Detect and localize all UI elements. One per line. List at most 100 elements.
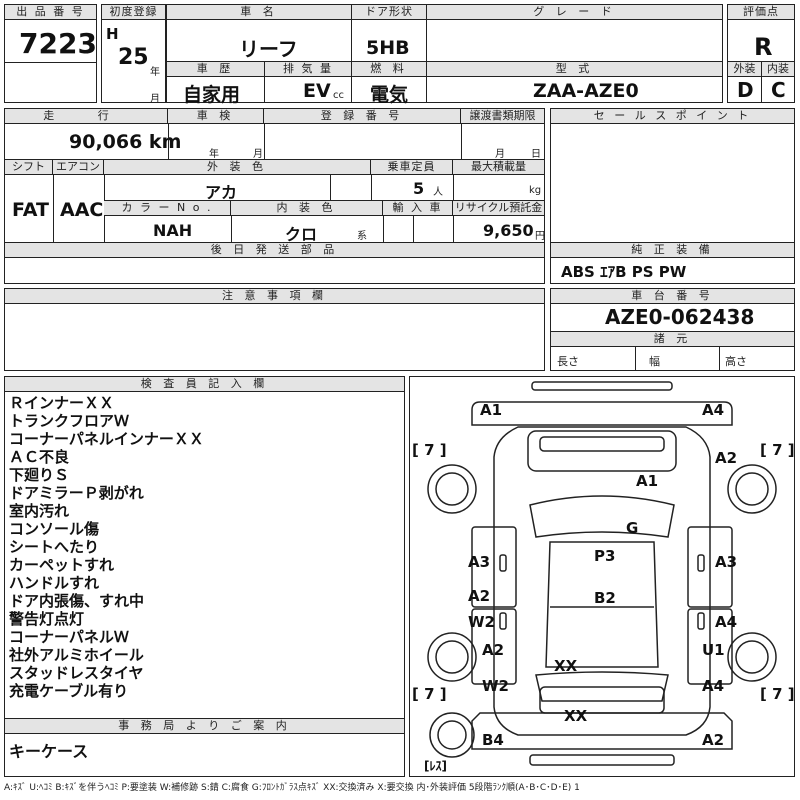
model-label: 型 式 — [427, 62, 723, 77]
shift: FAT — [12, 199, 49, 221]
interior-box: 内装 C — [761, 61, 795, 103]
mark-qtr-l: A2 — [482, 641, 505, 659]
mark-fender-fr: A2 — [715, 449, 738, 467]
year: 25 — [118, 45, 149, 70]
inspector-note: ドアミラーＰ剥がれ — [9, 484, 144, 502]
color-no-label: カ ラ ー N o . — [104, 201, 231, 216]
notes-box: 注 意 事 項 欄 — [4, 288, 545, 371]
mark-hood: A1 — [636, 472, 659, 490]
tire-rl-label: [ 7 ] — [412, 685, 447, 703]
history: 自家用 — [183, 84, 241, 106]
mark-qtr-r: U1 — [702, 641, 725, 659]
tire-rr-label: [ 7 ] — [760, 685, 795, 703]
office-label: 事 務 局 よ り ご 案 内 — [5, 719, 405, 734]
mark-rear-left: B4 — [482, 731, 504, 749]
transfer-day-unit: 日 — [531, 149, 541, 160]
chassis-number: AZE0-062438 — [605, 305, 755, 329]
int-color: クロ — [285, 225, 318, 244]
inspection-label: 車 検 — [168, 109, 264, 124]
car-name-box: 車 名 リーフ — [166, 4, 352, 62]
chassis-box: 車 台 番 号 AZE0-062438 諸 元 長さ 幅 高さ — [550, 288, 795, 371]
cc-unit: cc — [333, 90, 344, 101]
later-parts-label: 後 日 発 送 部 品 — [5, 243, 545, 258]
int-color-unit: 系 — [357, 231, 367, 242]
sales-point-box: セ ー ル ス ポ イ ン ト 純 正 装 備 ABS ｴｱB PS PW — [550, 108, 795, 284]
exterior-label: 外装 — [728, 62, 762, 77]
length-label: 長さ — [557, 355, 579, 368]
history-label: 車 歴 — [167, 62, 265, 77]
ext-color-label: 外 装 色 — [104, 160, 371, 175]
recycle-label: リサイクル預託金 — [453, 201, 545, 216]
inspector-note: 下廻りＳ — [9, 466, 70, 484]
mark-door-fr: A3 — [715, 553, 738, 571]
mark-door-rl-w: W2 — [468, 613, 495, 631]
transfer-month-unit: 月 — [495, 149, 505, 160]
inspector-note: 警告灯点灯 — [9, 610, 85, 628]
car-name: リーフ — [239, 37, 298, 61]
info-block: 走 行 車 検 登 録 番 号 譲渡書類期限 90,066 km 年 月 月 日… — [4, 108, 545, 284]
mark-windshield: G — [626, 519, 639, 537]
mark-rear-bumper: XX — [564, 707, 588, 725]
spec-label: 諸 元 — [551, 332, 795, 347]
aircon-label: エアコン — [53, 160, 104, 175]
car-diagram — [427, 381, 777, 766]
mileage: 90,066 km — [69, 131, 182, 153]
door-label: ドア形状 — [352, 5, 427, 20]
month-unit: 月 — [150, 94, 160, 105]
mark-roof: P3 — [594, 547, 616, 565]
first-registration-box: 初度登録 H 25 年 月 — [101, 4, 166, 105]
legend: A:ｷｽﾞ U:ﾍｺﾐ B:ｷｽﾞを伴うﾍｺﾐ P:要塗装 W:補修跡 S:錆 … — [4, 783, 580, 793]
recycle-unit: 円 — [535, 231, 545, 242]
inspector-note: コンソール傷 — [9, 520, 100, 538]
mark-trunk: XX — [554, 657, 578, 675]
exterior-box: 外装 D — [727, 61, 762, 103]
interior-score: C — [771, 78, 786, 102]
inspector-note: 社外アルミホイール — [9, 646, 144, 664]
office-text: キーケース — [9, 742, 89, 761]
chassis-label: 車 台 番 号 — [551, 289, 795, 304]
inspection-month-unit: 月 — [253, 149, 263, 160]
transfer-label: 譲渡書類期限 — [461, 109, 545, 124]
inspector-note: カーペットすれ — [9, 556, 115, 574]
inspector-note: ＲインナーＸＸ — [9, 394, 115, 412]
car-name-label: 車 名 — [167, 5, 352, 20]
capacity-label: 乗車定員 — [371, 160, 453, 175]
mark-door-rr: A4 — [715, 613, 738, 631]
mark-door-fl: A3 — [468, 553, 491, 571]
lot-number-label: 出 品 番 号 — [5, 5, 97, 20]
equipment-label: 純 正 装 備 — [551, 243, 795, 258]
score-box: 評価点 R — [727, 4, 795, 62]
load-label: 最大積載量 — [453, 160, 545, 175]
fuel: 電気 — [370, 84, 409, 106]
height-label: 高さ — [725, 355, 747, 368]
year-unit: 年 — [150, 67, 160, 78]
capacity: 5 — [413, 179, 425, 198]
spare-tire-label: [ﾚｽ] — [424, 759, 447, 773]
sales-point-label: セ ー ル ス ポ イ ン ト — [551, 109, 795, 124]
displacement: EV — [303, 80, 331, 102]
color-no: NAH — [153, 221, 193, 240]
notes-label: 注 意 事 項 欄 — [5, 289, 545, 304]
shift-label: シフト — [5, 160, 53, 175]
mark-roof2: B2 — [594, 589, 616, 607]
grade-label: グ レ ー ド — [427, 5, 723, 20]
first-registration-label: 初度登録 — [102, 5, 166, 20]
inspector-note: シートへたり — [9, 538, 100, 556]
tire-fl-label: [ 7 ] — [412, 441, 447, 459]
import-label: 輸 入 車 — [383, 201, 453, 216]
door-type: 5HB — [366, 37, 410, 59]
load-unit: kg — [529, 185, 542, 196]
inspector-note: 室内汚れ — [9, 502, 70, 520]
lot-number: 7223 — [19, 27, 97, 60]
fuel-box: 燃 料 電気 — [351, 61, 427, 106]
grade-box: グ レ ー ド — [426, 4, 723, 62]
inspector-label: 検 査 員 記 入 欄 — [5, 377, 405, 392]
inspection-year-unit: 年 — [209, 149, 219, 160]
door-box: ドア形状 5HB — [351, 4, 427, 62]
history-box: 車 歴 自家用 — [166, 61, 265, 106]
inspector-note: ドア内張傷、すれ中 — [9, 592, 145, 610]
interior-label: 内装 — [762, 62, 795, 77]
mark-rear-right: A2 — [702, 731, 725, 749]
